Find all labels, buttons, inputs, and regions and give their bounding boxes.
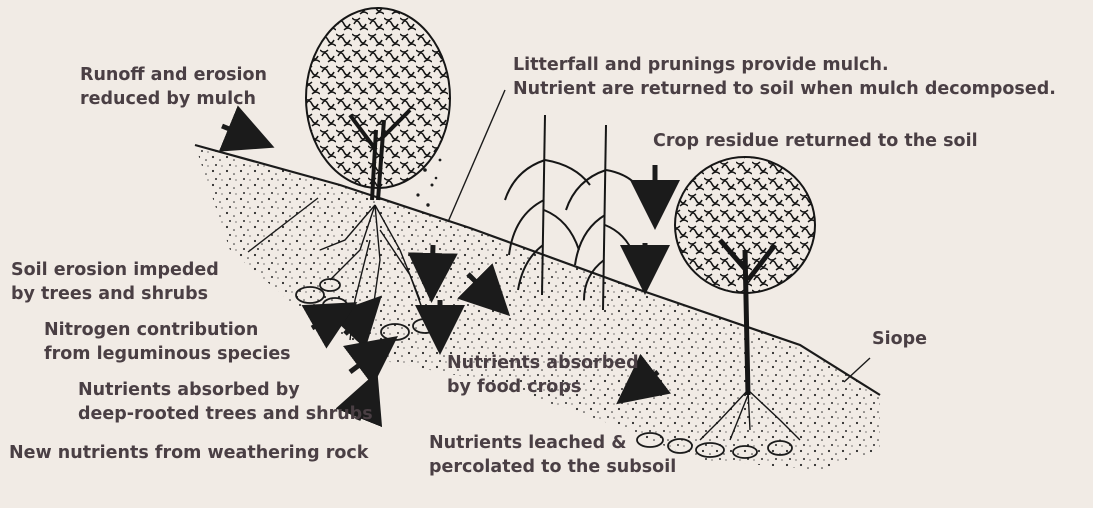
label-line: Litterfall and prunings provide mulch. [513,53,1056,77]
label-line: percolated to the subsoil [429,455,676,479]
label-slope: Siope [872,327,927,351]
label-line: Nutrients leached & [429,431,676,455]
label-runoff: Runoff and erosion reduced by mulch [80,63,267,111]
label-litterfall: Litterfall and prunings provide mulch. N… [513,53,1056,101]
label-line: reduced by mulch [80,87,267,111]
label-soil-erosion: Soil erosion impeded by trees and shrubs [11,258,219,306]
label-line: deep-rooted trees and shrubs [78,402,373,426]
label-food-crops: Nutrients absorbed by food crops [447,351,639,399]
label-line: Nutrients absorbed [447,351,639,375]
label-line: Nutrient are returned to soil when mulch… [513,77,1056,101]
label-line: Nutrients absorbed by [78,378,373,402]
label-leached: Nutrients leached & percolated to the su… [429,431,676,479]
label-line: Siope [872,327,927,351]
label-crop-residue: Crop residue returned to the soil [653,129,978,153]
label-line: Soil erosion impeded [11,258,219,282]
label-line: by food crops [447,375,639,399]
label-line: by trees and shrubs [11,282,219,306]
label-nitrogen: Nitrogen contribution from leguminous sp… [44,318,291,366]
label-weathering: New nutrients from weathering rock [9,441,368,465]
label-line: from leguminous species [44,342,291,366]
label-line: Crop residue returned to the soil [653,129,978,153]
label-line: Nitrogen contribution [44,318,291,342]
label-deep-rooted: Nutrients absorbed by deep-rooted trees … [78,378,373,426]
label-line: New nutrients from weathering rock [9,441,368,465]
label-line: Runoff and erosion [80,63,267,87]
